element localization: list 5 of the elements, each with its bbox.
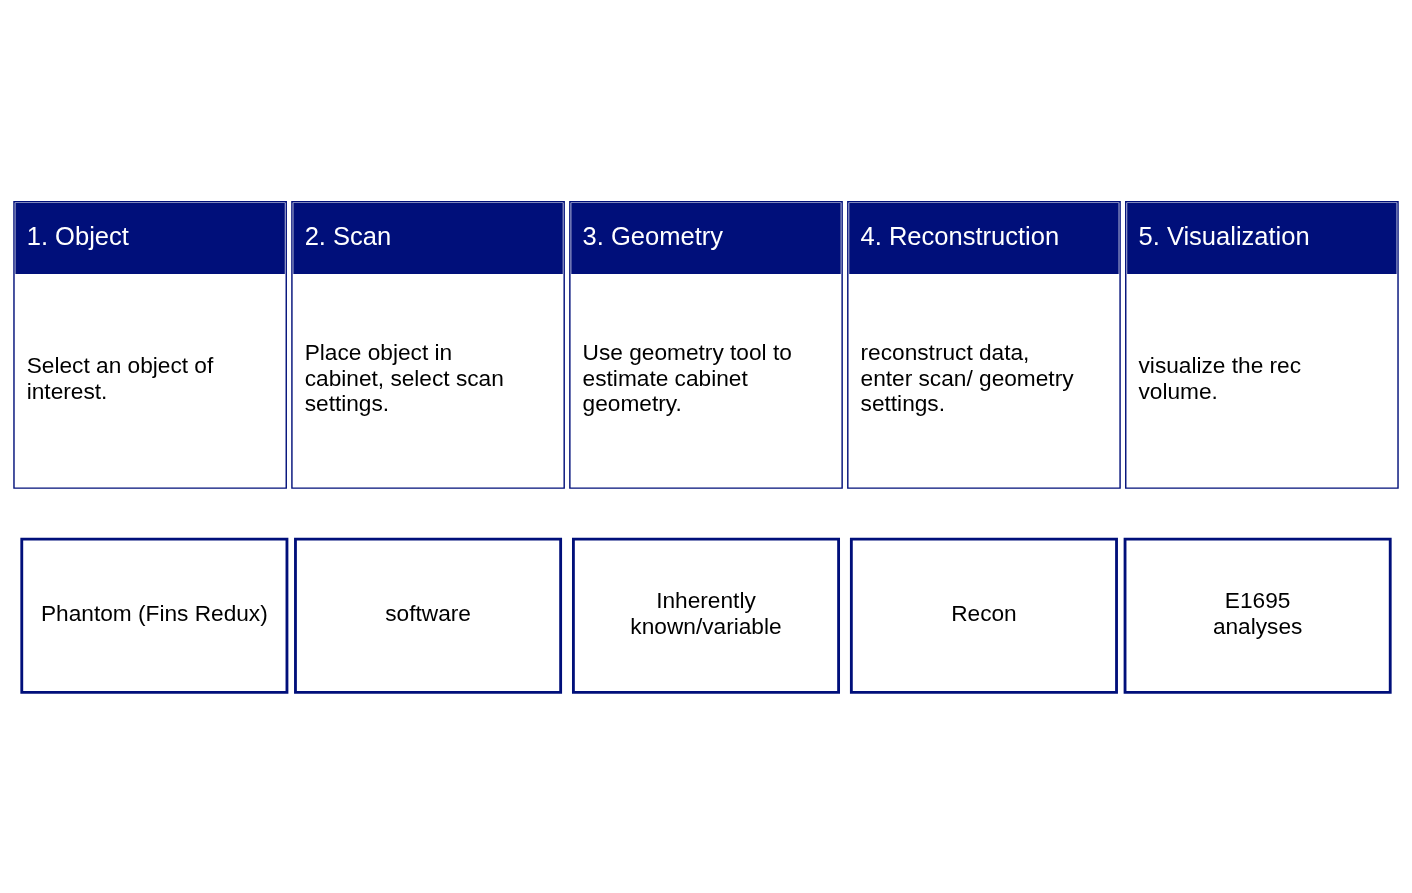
node-box: Recon [849, 537, 1118, 694]
node-box: Inherently known/variable [572, 537, 840, 694]
node-box: E1695 analyses [1123, 537, 1392, 694]
node-box: software [294, 537, 563, 694]
node-box: Phantom (Fins Redux) [20, 537, 289, 694]
